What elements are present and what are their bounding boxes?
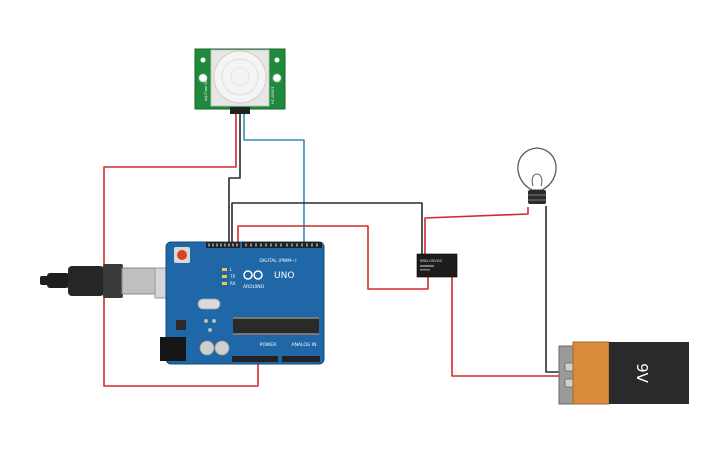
power-header-label: POWER — [260, 342, 277, 348]
pir-label-left: Adj.Time Sens — [204, 76, 208, 101]
analog-header-label: ANALOG IN — [291, 342, 316, 348]
model-label: UNO — [274, 271, 294, 281]
pir-pot-right[interactable] — [272, 73, 282, 83]
usb-cable — [40, 264, 182, 299]
digital-header-label: DIGITAL (PWM~) — [259, 258, 297, 264]
wire-pir-gnd[interactable] — [228, 112, 241, 246]
atmega-chip — [233, 319, 319, 333]
led-tx-label: TX — [229, 274, 235, 279]
arduino-uno[interactable]: DIGITAL (PWM~) L TX RX UNO ARDUINO — [160, 241, 325, 365]
battery-9v[interactable]: 9V — [558, 341, 689, 405]
bulb-glass — [517, 147, 557, 191]
relay-label: SRD-05VDC — [420, 258, 443, 263]
battery-voltage: 9V — [633, 363, 651, 384]
digital-pins — [208, 243, 318, 247]
relay[interactable]: SRD-05VDC — [416, 253, 458, 278]
power-jack — [160, 337, 186, 361]
pir-pot-left[interactable] — [198, 73, 208, 83]
crystal — [197, 298, 221, 310]
pir-sensor[interactable]: Adj.Time Sens HC-SR501 — [194, 48, 286, 114]
wire-lamp-battery[interactable] — [545, 206, 562, 373]
pir-header — [230, 107, 250, 114]
wire-gnd-relay[interactable] — [231, 202, 423, 262]
small-chip — [176, 320, 186, 330]
battery-label-band — [572, 341, 610, 405]
led-l-label: L — [230, 267, 233, 272]
wire-relay-lamp[interactable] — [424, 207, 529, 255]
reset-button[interactable] — [177, 250, 187, 260]
battery-body — [609, 342, 689, 404]
pir-label-right: HC-SR501 — [271, 86, 275, 104]
led-rx-label: RX — [230, 281, 236, 286]
wire-signal-relay[interactable] — [237, 225, 429, 290]
capacitor-2 — [214, 340, 230, 356]
brand-label: ARDUINO — [243, 284, 265, 290]
arduino-logo — [243, 270, 263, 280]
light-bulb[interactable] — [517, 147, 557, 204]
wire-relay-battery[interactable] — [451, 276, 562, 377]
wire-pir-out[interactable] — [243, 112, 305, 246]
capacitor-1 — [199, 340, 215, 356]
bulb-base — [528, 190, 546, 204]
